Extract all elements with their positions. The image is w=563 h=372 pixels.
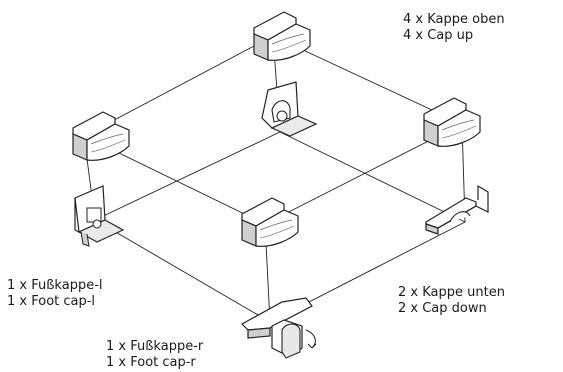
foot-cap-left-label-de: 1 x Fußkappe-l	[7, 278, 103, 293]
foot-cap-left-label-en: 1 x Foot cap-l	[7, 294, 96, 309]
foot-cap-left-label: 1 x Fußkappe-l 1 x Foot cap-l	[7, 278, 103, 310]
cap-top-front	[241, 197, 299, 247]
frame-lines	[83, 35, 466, 323]
cap-top-label-en: 4 x Cap up	[403, 28, 474, 43]
cap-bottom-back	[261, 81, 318, 137]
cap-top-label-de: 4 x Kappe oben	[403, 12, 505, 27]
cap-top-back	[253, 11, 311, 61]
foot-cap-right-label-de: 1 x Fußkappe-r	[106, 339, 204, 354]
foot-cap-right-label: 1 x Fußkappe-r 1 x Foot cap-r	[106, 339, 203, 371]
cap-bottom-label: 2 x Kappe unten 2 x Cap down	[398, 285, 505, 317]
foot-cap-right-label-en: 1 x Foot cap-r	[106, 355, 196, 370]
foot-cap-right	[241, 297, 317, 359]
cap-bottom-label-en: 2 x Cap down	[398, 301, 487, 316]
cap-bottom-label-de: 2 x Kappe unten	[398, 285, 505, 300]
foot-cap-left	[74, 185, 125, 247]
cap-top-left	[72, 111, 130, 161]
cap-top-right	[423, 97, 481, 147]
cap-top-label: 4 x Kappe oben 4 x Cap up	[403, 12, 505, 44]
cap-bottom-right	[425, 185, 489, 235]
